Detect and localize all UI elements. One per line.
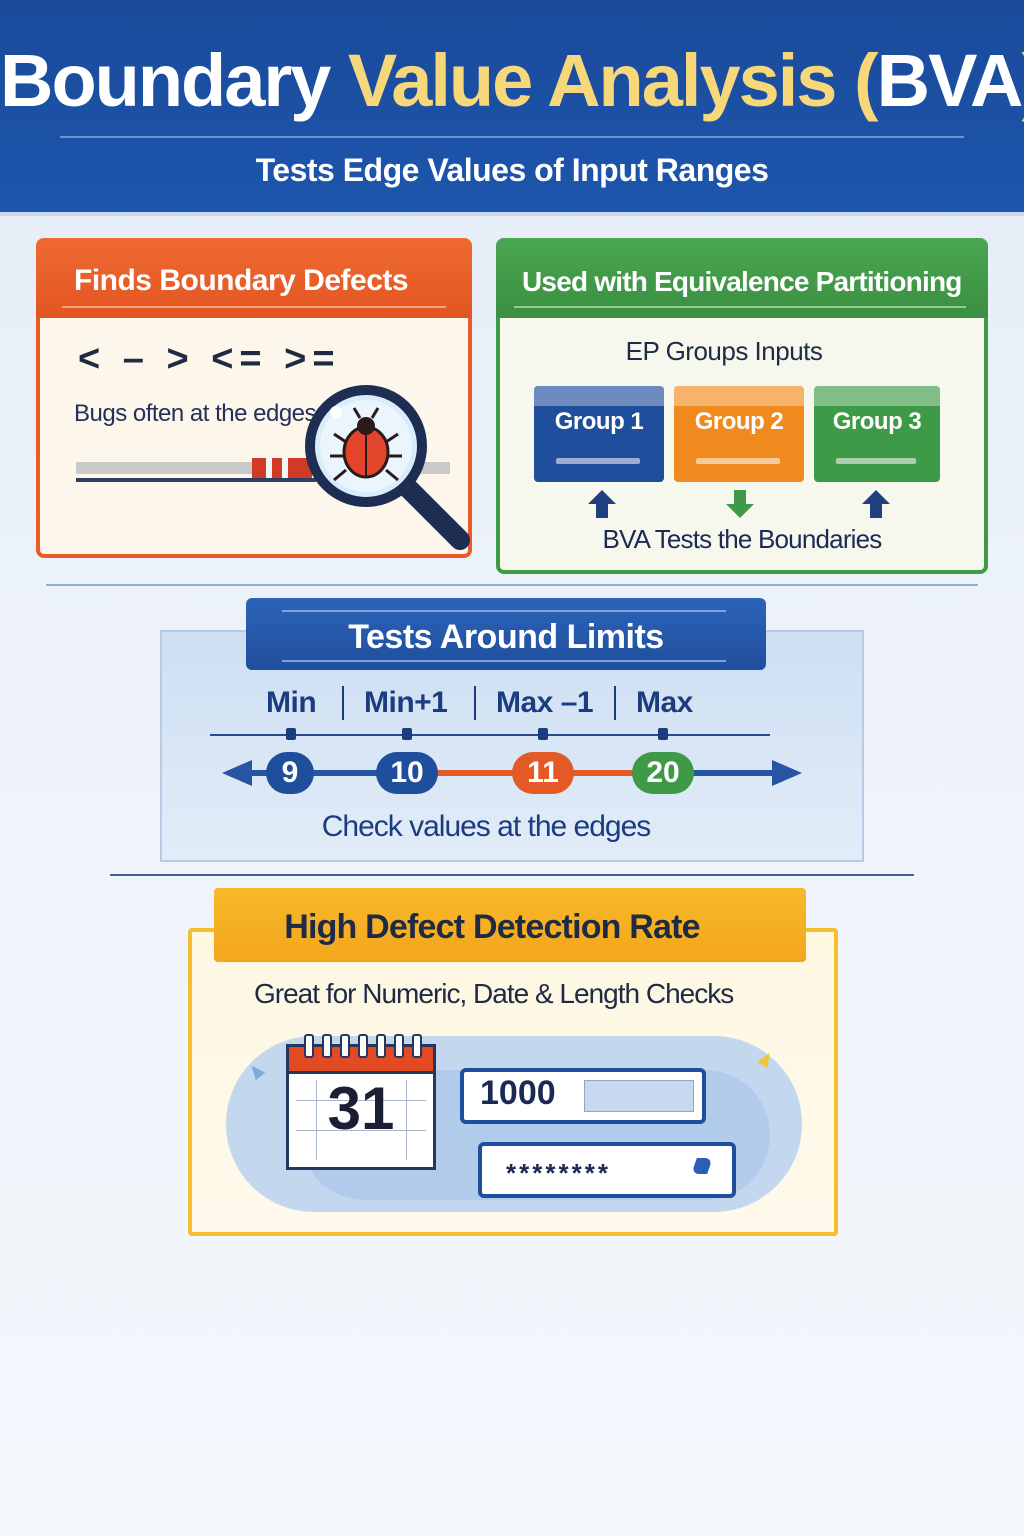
number-input-fill [584, 1080, 694, 1112]
range-bar [76, 462, 256, 474]
group-1-stripe [556, 458, 640, 464]
defect-detection-header [214, 888, 806, 962]
range-bar-gap [266, 458, 272, 478]
page-title: Boundary Value Analysis (BVA) [0, 38, 1024, 123]
number-input-value: 1000 [480, 1074, 556, 1112]
limit-tick [402, 728, 412, 740]
arrow-up-icon [588, 490, 616, 518]
calendar-ring [394, 1034, 404, 1058]
page-subtitle: Tests Edge Values of Input Ranges [255, 152, 769, 188]
equivalence-partitioning-title: Used with Equivalence Partitioning [522, 266, 962, 297]
defect-detection-caption: Great for Numeric, Date & Length Checks [254, 978, 734, 1009]
group-3-block [814, 386, 940, 482]
number-line-left-arrow-icon [222, 760, 252, 786]
title-part-3: BVA [876, 39, 1024, 122]
calendar-icon [286, 1062, 436, 1170]
value-min-plus-1: 10 [376, 752, 438, 794]
ep-groups-label: EP Groups Inputs [625, 336, 823, 366]
limit-tick [538, 728, 548, 740]
group-2-block [674, 386, 804, 482]
password-input-value: ******** [506, 1158, 611, 1188]
title-part-1: Boundary [0, 39, 331, 122]
comparison-operators: < – > <= >= [78, 338, 341, 380]
calendar-ring [358, 1034, 368, 1058]
boundary-defects-card-header [36, 238, 472, 318]
limit-label-min-plus-1: Min+1 [364, 686, 448, 719]
arrow-down-icon [726, 490, 754, 518]
card-header-divider [62, 306, 446, 308]
title-part-4: ) [1021, 39, 1024, 122]
group-3-label: Group 3 [832, 408, 922, 435]
card-header-divider [514, 306, 966, 308]
group-1-highlight [534, 386, 664, 406]
group-3-highlight [814, 386, 940, 406]
group-3-stripe [836, 458, 916, 464]
value-max: 20 [632, 752, 694, 794]
range-bar-gap [282, 458, 288, 478]
value-max-minus-1: 11 [512, 752, 574, 794]
number-line-right-arrow-icon [772, 760, 802, 786]
limit-label-min: Min [266, 686, 317, 719]
group-2-label: Group 2 [694, 408, 784, 435]
value-min: 9 [266, 752, 314, 794]
header-divider [60, 136, 964, 138]
section-divider [110, 874, 914, 876]
bva-boundaries-caption: BVA Tests the Boundaries [602, 524, 882, 554]
calendar-grid-line [316, 1080, 317, 1160]
calendar-day: 31 [327, 1075, 395, 1142]
calendar-grid-line [296, 1100, 426, 1101]
calendar-ring [376, 1034, 386, 1058]
boundary-defects-title: Finds Boundary Defects [74, 264, 409, 297]
section-divider [46, 584, 978, 586]
header-banner [0, 0, 1024, 216]
calendar-grid-line [296, 1130, 426, 1131]
limits-header-rule [282, 660, 726, 662]
limits-axis [210, 734, 770, 736]
limits-caption: Check values at the edges [321, 810, 652, 843]
bugs-caption: Bugs often at the edges [74, 400, 317, 427]
calendar-grid-line [406, 1080, 407, 1160]
defect-detection-title: High Defect Detection Rate [284, 908, 700, 946]
group-1-label: Group 1 [554, 408, 644, 435]
limits-title: Tests Around Limits [348, 618, 664, 656]
limit-separator [474, 686, 476, 720]
magnifier-bug-icon [305, 385, 470, 550]
limits-header-rule [282, 610, 726, 612]
range-bar-baseline [76, 478, 316, 482]
group-2-highlight [674, 386, 804, 406]
calendar-ring [304, 1034, 314, 1058]
group-1-block [534, 386, 664, 482]
group-2-stripe [696, 458, 780, 464]
limit-label-max: Max [636, 686, 693, 719]
calendar-ring [322, 1034, 332, 1058]
calendar-ring [412, 1034, 422, 1058]
equivalence-partitioning-card-header [496, 238, 988, 318]
arrow-up-icon [862, 490, 890, 518]
limit-tick [286, 728, 296, 740]
limit-label-max-minus-1: Max –1 [496, 686, 594, 719]
calendar-ring [340, 1034, 350, 1058]
limit-tick [658, 728, 668, 740]
limit-separator [342, 686, 344, 720]
title-part-2: Value Analysis ( [347, 39, 879, 122]
limit-separator [614, 686, 616, 720]
